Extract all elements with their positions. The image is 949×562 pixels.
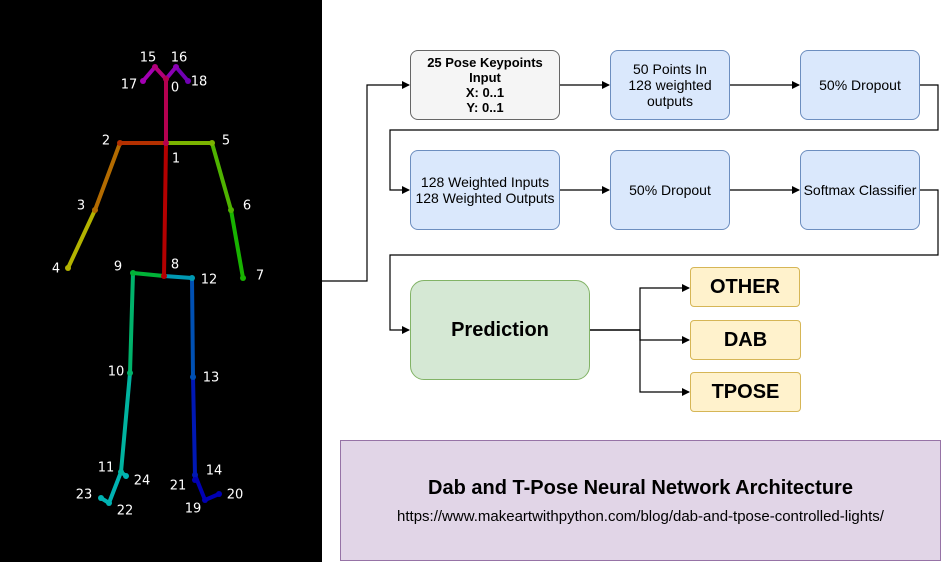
keypoint-label-23: 23 bbox=[75, 487, 93, 503]
input-node: 25 Pose Keypoints Input X: 0..1 Y: 0..1 bbox=[410, 50, 560, 120]
caption-box: Dab and T-Pose Neural Network Architectu… bbox=[340, 440, 941, 561]
bone-2-3 bbox=[93, 141, 122, 212]
keypoint-18 bbox=[185, 78, 191, 84]
arrow-skeleton-to-input bbox=[322, 81, 410, 282]
bone-1-8 bbox=[162, 141, 168, 278]
keypoint-label-6: 6 bbox=[242, 198, 252, 214]
dropout1-node: 50% Dropout bbox=[800, 50, 920, 120]
keypoint-label-0: 0 bbox=[170, 80, 180, 96]
bone-5-6 bbox=[210, 141, 233, 212]
arrow-softmax-to-prediction bbox=[389, 189, 939, 334]
keypoint-label-19: 19 bbox=[184, 501, 202, 517]
keypoint-1 bbox=[163, 140, 169, 146]
keypoint-label-11: 11 bbox=[97, 460, 115, 476]
keypoint-19 bbox=[202, 497, 208, 503]
layer1-node-label: 50 Points In 128 weighted outputs bbox=[628, 61, 712, 109]
keypoint-label-20: 20 bbox=[226, 487, 244, 503]
bone-3-4 bbox=[66, 208, 97, 270]
keypoint-label-8: 8 bbox=[170, 257, 180, 273]
keypoint-label-22: 22 bbox=[116, 503, 134, 519]
keypoint-label-10: 10 bbox=[107, 364, 125, 380]
keypoint-6 bbox=[228, 207, 234, 213]
softmax-node-label: Softmax Classifier bbox=[803, 182, 917, 198]
keypoint-label-9: 9 bbox=[113, 259, 123, 275]
bone-11-22 bbox=[107, 470, 123, 505]
layer2-node: 128 Weighted Inputs 128 Weighted Outputs bbox=[410, 150, 560, 230]
softmax-node: Softmax Classifier bbox=[800, 150, 920, 230]
keypoint-label-3: 3 bbox=[76, 198, 86, 214]
keypoint-24 bbox=[123, 473, 129, 479]
keypoint-label-7: 7 bbox=[255, 268, 265, 284]
keypoint-label-15: 15 bbox=[139, 50, 157, 66]
bone-9-10 bbox=[128, 271, 135, 375]
keypoint-label-16: 16 bbox=[170, 50, 188, 66]
keypoint-12 bbox=[189, 275, 195, 281]
keypoint-17 bbox=[140, 78, 146, 84]
class-tpose-node: TPOSE bbox=[690, 372, 801, 412]
keypoint-label-21: 21 bbox=[169, 478, 187, 494]
dropout2-node: 50% Dropout bbox=[610, 150, 730, 230]
dropout2-node-label: 50% Dropout bbox=[629, 182, 711, 198]
keypoint-label-12: 12 bbox=[200, 272, 218, 288]
keypoint-label-4: 4 bbox=[51, 261, 61, 277]
arrow-to-other bbox=[639, 284, 690, 330]
keypoint-16 bbox=[173, 64, 179, 70]
keypoint-8 bbox=[161, 273, 167, 279]
input-node-label: 25 Pose Keypoints Input X: 0..1 Y: 0..1 bbox=[427, 55, 543, 115]
prediction-node: Prediction bbox=[410, 280, 590, 380]
keypoint-2 bbox=[117, 140, 123, 146]
class-tpose-label: TPOSE bbox=[711, 381, 780, 403]
keypoint-13 bbox=[190, 374, 196, 380]
keypoint-7 bbox=[240, 275, 246, 281]
keypoint-15 bbox=[152, 64, 158, 70]
keypoint-label-5: 5 bbox=[221, 133, 231, 149]
bone-6-7 bbox=[229, 208, 245, 280]
class-dab-label: DAB bbox=[723, 329, 768, 351]
arrow-dropout1-to-layer2 bbox=[389, 84, 939, 194]
class-other-node: OTHER bbox=[690, 267, 800, 307]
keypoint-label-13: 13 bbox=[202, 370, 220, 386]
keypoint-label-1: 1 bbox=[171, 151, 181, 167]
keypoint-23 bbox=[98, 495, 104, 501]
keypoint-14 bbox=[192, 472, 198, 478]
bone-16-18 bbox=[174, 65, 190, 83]
keypoint-3 bbox=[92, 207, 98, 213]
bone-8-9 bbox=[131, 271, 166, 278]
dropout1-node-label: 50% Dropout bbox=[819, 77, 901, 93]
source-url: https://www.makeartwithpython.com/blog/d… bbox=[397, 507, 884, 525]
keypoint-4 bbox=[65, 265, 71, 271]
class-other-label: OTHER bbox=[710, 276, 780, 298]
keypoint-20 bbox=[216, 491, 222, 497]
keypoint-21 bbox=[192, 477, 198, 483]
arrow-to-tpose bbox=[639, 330, 690, 396]
keypoint-11 bbox=[118, 469, 124, 475]
layer2-node-label: 128 Weighted Inputs 128 Weighted Outputs bbox=[415, 174, 555, 206]
bone-10-11 bbox=[119, 371, 132, 474]
keypoint-label-14: 14 bbox=[205, 463, 223, 479]
keypoint-9 bbox=[130, 270, 136, 276]
keypoint-10 bbox=[127, 370, 133, 376]
keypoint-label-18: 18 bbox=[190, 74, 208, 90]
arrow-to-dab bbox=[639, 330, 690, 344]
keypoint-0 bbox=[163, 76, 169, 82]
prediction-node-label: Prediction bbox=[451, 319, 549, 341]
bone-13-14 bbox=[191, 375, 197, 477]
keypoint-label-17: 17 bbox=[120, 77, 138, 93]
pose-skeleton bbox=[65, 64, 246, 506]
class-dab-node: DAB bbox=[690, 320, 801, 360]
bone-8-12 bbox=[162, 274, 194, 280]
diagram-title: Dab and T-Pose Neural Network Architectu… bbox=[428, 476, 853, 499]
keypoint-label-24: 24 bbox=[133, 473, 151, 489]
layer1-node: 50 Points In 128 weighted outputs bbox=[610, 50, 730, 120]
bone-12-13 bbox=[190, 276, 195, 379]
keypoint-5 bbox=[209, 140, 215, 146]
keypoint-label-2: 2 bbox=[101, 133, 111, 149]
keypoint-22 bbox=[106, 500, 112, 506]
bone-15-17 bbox=[141, 65, 157, 83]
